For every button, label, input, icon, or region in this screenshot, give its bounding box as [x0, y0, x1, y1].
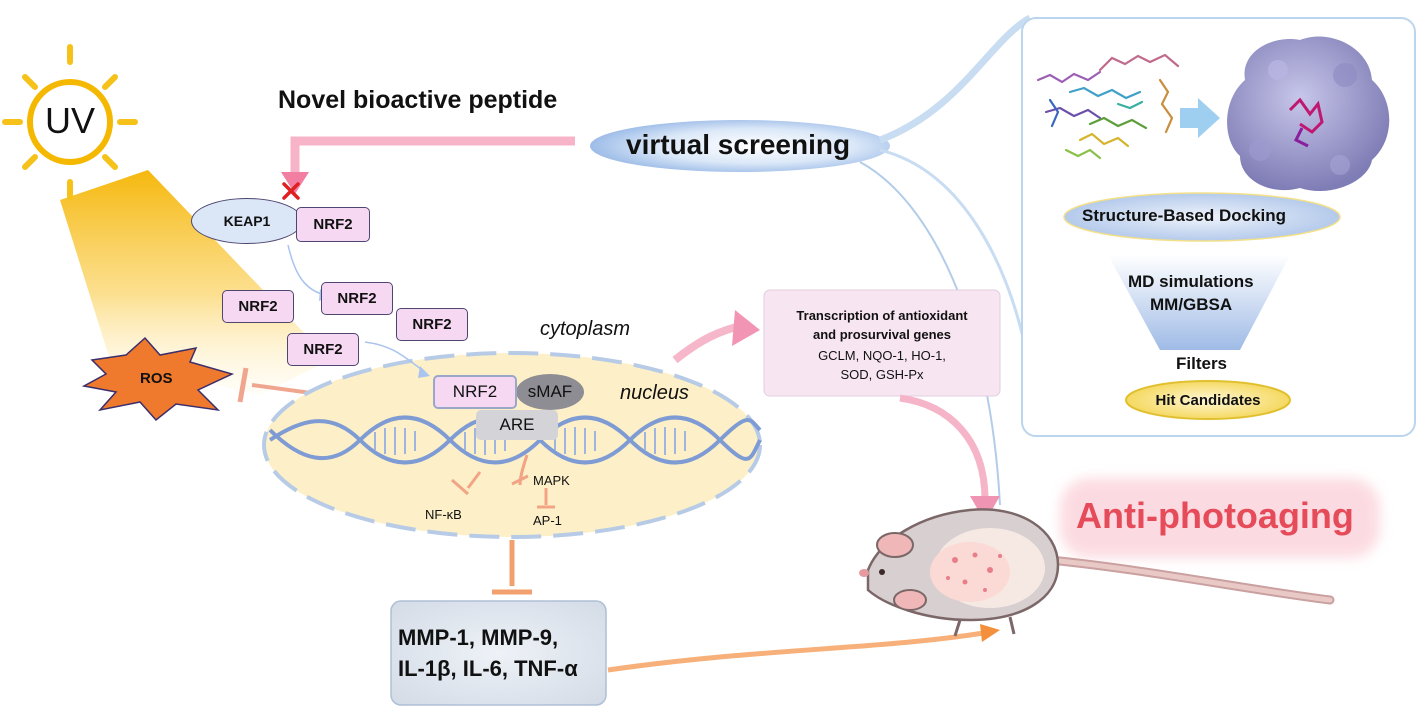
anti-photoaging-glow: [1060, 478, 1380, 558]
ap1-label: AP-1: [533, 513, 562, 528]
peptide-arrowhead: [281, 172, 309, 194]
sun-icon: [2, 44, 138, 200]
genes-box: [763, 289, 1001, 397]
smaf-label: sMAF: [527, 382, 573, 401]
uv-light-beam: [60, 170, 330, 395]
mmp-line-2: IL-1β, IL-6, TNF-α: [398, 656, 578, 681]
virtual-screening-label: virtual screening: [626, 129, 851, 160]
nrf2-arrowhead-2: [418, 366, 430, 378]
cytoplasm-label: cytoplasm: [540, 318, 631, 340]
hit-candidates-label: Hit Candidates: [1155, 392, 1261, 409]
genes-line-3: GCLM, NQO-1, HO-1,: [818, 348, 946, 363]
nrf2-node-free-1: NRF2: [222, 290, 294, 323]
mmp-mouse-arrow: [607, 629, 991, 673]
genes-line-2: and prosurvival genes: [813, 327, 951, 342]
nfkb-label: NF-κB: [425, 507, 462, 522]
are-box: [476, 410, 558, 440]
block-x-icon: [282, 182, 300, 200]
genes-line-4: SOD, GSH-Px: [840, 367, 924, 382]
uv-label: UV: [44, 100, 95, 141]
are-label: ARE: [499, 415, 535, 434]
protein-surface-icon: [1227, 36, 1390, 192]
hit-candidates-ellipse: [1125, 380, 1291, 420]
screening-panel-connector-top: [878, 14, 1032, 144]
filters-label: Filters: [1176, 354, 1228, 373]
mapk-label: MAPK: [533, 473, 570, 488]
genes-line-1: Transcription of antioxidant: [796, 308, 968, 323]
peptide-inhibition-arrow: [290, 136, 575, 178]
docking-label: Structure-Based Docking: [1082, 206, 1287, 225]
nucleus-label: nucleus: [620, 382, 689, 404]
ros-label: ROS: [140, 370, 173, 387]
filter-funnel: [1108, 255, 1290, 350]
screening-to-mouse-curve: [859, 161, 1001, 506]
nrf2-node-free-3: NRF2: [396, 308, 468, 341]
mmp-box: [390, 600, 607, 706]
nrf2-node-free-2: NRF2: [321, 282, 393, 315]
nrf2-node-free-4: NRF2: [287, 333, 359, 366]
peptide-title: Novel bioactive peptide: [278, 86, 558, 114]
nucleus-ellipse: [262, 351, 762, 539]
docking-arrow-icon: [1180, 98, 1220, 138]
virtual-screening-ellipse: [590, 120, 890, 172]
nucleus-genes-arrowhead: [732, 310, 760, 346]
nrf2-node-bound: NRF2: [296, 207, 370, 242]
genes-mouse-arrow: [899, 394, 989, 501]
keap1-node: KEAP1: [191, 198, 303, 244]
nucleus-inhibition-marks: [451, 454, 555, 509]
mmgbsa-label: MM/GBSA: [1150, 295, 1233, 314]
peptide-structures-icon: [1036, 53, 1180, 160]
smaf-ellipse: [516, 374, 584, 410]
docking-ellipse: [1063, 192, 1341, 242]
mouse-illustration: [859, 508, 1335, 637]
screening-panel-connector-bottom: [879, 148, 1032, 371]
nrf2-node-nucleus: NRF2: [433, 375, 517, 409]
mmp-line-1: MMP-1, MMP-9,: [398, 625, 559, 650]
md-simulations-label: MD simulations: [1128, 272, 1254, 291]
ros-inhibition-bar: [237, 367, 249, 403]
anti-photoaging-label: Anti-photoaging: [1076, 495, 1354, 536]
ros-burst-icon: [81, 336, 235, 422]
mmp-mouse-arrowhead: [980, 624, 1000, 642]
